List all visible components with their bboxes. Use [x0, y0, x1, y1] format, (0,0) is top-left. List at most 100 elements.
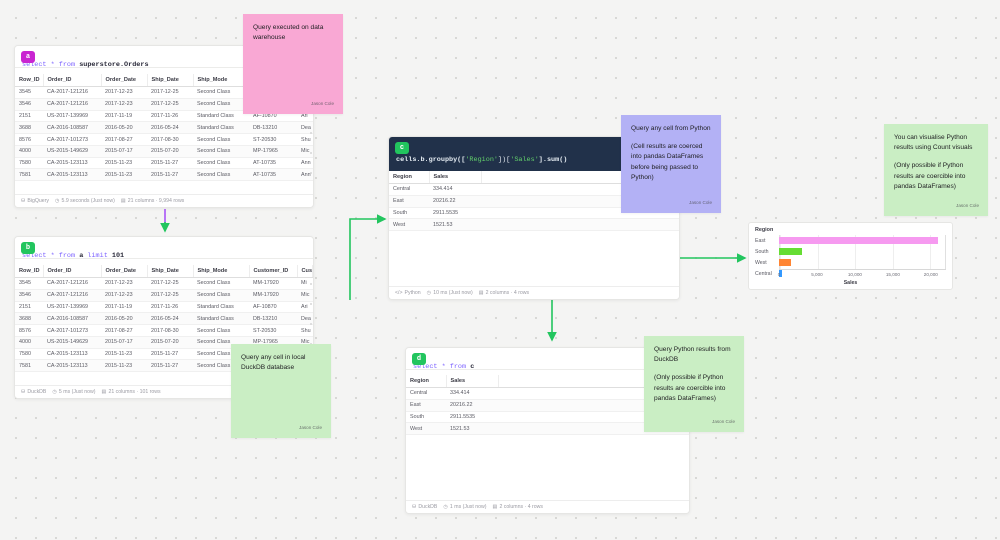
- table-cell[interactable]: ST-20530: [249, 133, 297, 146]
- table-cell[interactable]: MM-17920: [249, 289, 297, 302]
- table-cell[interactable]: 2017-11-26: [147, 301, 193, 314]
- table-cell[interactable]: CA-2017-101273: [43, 324, 101, 337]
- table-cell[interactable]: 2151: [15, 301, 43, 314]
- table-cell[interactable]: CA-2017-121216: [43, 289, 101, 302]
- column-header-region[interactable]: Region: [389, 171, 430, 184]
- table-cell[interactable]: CA-2015-123113: [43, 348, 101, 361]
- table-cell[interactable]: Second Class: [193, 324, 249, 337]
- column-header-ship_mode[interactable]: Ship_Mode: [193, 265, 250, 278]
- table-cell[interactable]: 2911.5535: [429, 207, 481, 220]
- table-cell[interactable]: 2017-12-25: [147, 86, 193, 99]
- table-cell[interactable]: 2017-08-27: [101, 324, 147, 337]
- table-cell[interactable]: [481, 218, 679, 232]
- table-cell[interactable]: 2017-08-30: [147, 133, 193, 146]
- sticky-note-python-duckdb[interactable]: Query Python results from DuckDB(Only po…: [644, 336, 744, 432]
- table-cell[interactable]: 2015-07-20: [147, 145, 193, 158]
- table-cell[interactable]: 4861: [15, 180, 43, 182]
- table-cell[interactable]: 2015-11-27: [147, 157, 193, 170]
- table-cell[interactable]: CA-2015-123113: [43, 157, 101, 170]
- cell-a-badge[interactable]: a: [21, 51, 35, 63]
- table-cell[interactable]: CA-2016-101546: [43, 371, 101, 373]
- table-cell[interactable]: 2015-11-23: [101, 359, 147, 373]
- table-cell[interactable]: DB-13210: [249, 312, 297, 326]
- table-cell[interactable]: 2016-12-18: [101, 371, 147, 373]
- table-cell[interactable]: [498, 422, 689, 436]
- table-cell[interactable]: Second Class: [193, 86, 249, 99]
- table-cell[interactable]: 3546: [15, 98, 43, 111]
- table-cell[interactable]: Central: [406, 387, 446, 400]
- table-cell[interactable]: Standard Class: [193, 180, 249, 182]
- table-cell[interactable]: 2017-08-30: [147, 324, 193, 337]
- table-cell[interactable]: 3545: [15, 86, 43, 99]
- column-header-sales[interactable]: Sales: [446, 375, 499, 388]
- table-cell[interactable]: Standard Class: [193, 121, 249, 135]
- table-cell[interactable]: Second Class: [193, 157, 249, 170]
- table-cell[interactable]: 2151: [15, 110, 43, 123]
- table-cell[interactable]: Ann: [297, 157, 313, 170]
- table-cell[interactable]: 8576: [15, 324, 43, 337]
- table-cell[interactable]: 2017-12-23: [101, 98, 147, 111]
- table-cell[interactable]: West: [389, 218, 429, 232]
- column-header-ship_mode[interactable]: Ship_Mode: [193, 74, 250, 87]
- table-cell[interactable]: 2017-11-19: [101, 110, 147, 123]
- table-cell[interactable]: 3688: [15, 312, 43, 326]
- column-header-row_id[interactable]: Row_ID: [15, 265, 44, 278]
- table-cell[interactable]: 2015-07-17: [101, 145, 147, 158]
- cell-a[interactable]: a select * from superstore.Orders Row_ID…: [14, 45, 314, 208]
- table-cell[interactable]: [498, 387, 689, 400]
- column-header-order_date[interactable]: Order_Date: [101, 265, 148, 278]
- table-cell[interactable]: CA-2017-121216: [43, 86, 101, 99]
- sticky-note-python-cell[interactable]: Query any cell from Python(Cell results …: [621, 115, 721, 213]
- table-cell[interactable]: Shu: [297, 133, 313, 146]
- table-cell[interactable]: 2017-11-26: [147, 110, 193, 123]
- table-cell[interactable]: 2015-11-23: [101, 168, 147, 182]
- table-cell[interactable]: 2016-05-24: [147, 312, 193, 326]
- table-cell[interactable]: 3688: [15, 121, 43, 135]
- table-cell[interactable]: AT-10735: [249, 157, 297, 170]
- chart-bar[interactable]: [779, 259, 791, 266]
- table-cell[interactable]: East: [406, 399, 446, 412]
- table-cell[interactable]: 3545: [15, 277, 43, 290]
- table-cell[interactable]: 4000: [15, 145, 43, 158]
- table-cell[interactable]: CA-2015-123113: [43, 168, 101, 182]
- table-cell[interactable]: Gra: [297, 180, 313, 182]
- table-cell[interactable]: 2015-11-23: [101, 348, 147, 361]
- column-header-row_id[interactable]: Row_ID: [15, 74, 44, 87]
- table-cell[interactable]: 2017-12-25: [147, 289, 193, 302]
- table-cell[interactable]: 4000: [15, 336, 43, 349]
- chart-bar[interactable]: [779, 270, 782, 277]
- table-cell[interactable]: 4861: [15, 371, 43, 373]
- table-cell[interactable]: CA-2017-121216: [43, 277, 101, 290]
- table-cell[interactable]: Mi: [297, 277, 313, 290]
- table-cell[interactable]: GK-14620: [249, 180, 297, 182]
- table-cell[interactable]: East: [389, 195, 429, 208]
- table-cell[interactable]: South: [406, 411, 446, 424]
- table-cell[interactable]: US-2015-149629: [43, 336, 101, 349]
- table-cell[interactable]: Second Class: [193, 277, 249, 290]
- column-header-order_id[interactable]: Order_ID: [43, 265, 102, 278]
- table-cell[interactable]: 2017-11-19: [101, 301, 147, 314]
- column-header-customer_id[interactable]: Customer_ID: [249, 265, 298, 278]
- cell-d-sql-editor[interactable]: select * from c: [406, 348, 689, 371]
- table-cell[interactable]: [498, 411, 689, 424]
- table-cell[interactable]: 20216.22: [429, 195, 481, 208]
- table-cell[interactable]: 7581: [15, 168, 43, 182]
- table-cell[interactable]: US-2017-139969: [43, 301, 101, 314]
- table-cell[interactable]: 2017-12-23: [101, 277, 147, 290]
- table-cell[interactable]: US-2017-139969: [43, 110, 101, 123]
- table-cell[interactable]: Central: [389, 183, 429, 196]
- table-cell[interactable]: Ari: [297, 301, 313, 314]
- table-cell[interactable]: Second Class: [193, 289, 249, 302]
- table-cell[interactable]: 2017-12-25: [147, 98, 193, 111]
- table-cell[interactable]: 334.414: [429, 183, 481, 196]
